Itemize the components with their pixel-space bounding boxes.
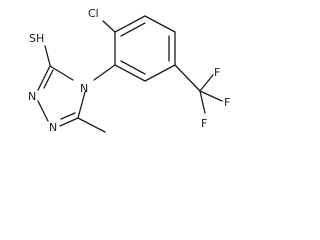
bond-c-f-bottom (199, 90, 206, 114)
atom-label-f-right: F (224, 96, 230, 109)
atom-label-sh: SH (29, 32, 44, 45)
atom-label-n-sub: N (80, 82, 88, 95)
bond-ar-cf3 (174, 64, 201, 92)
bond-c3-n4 (49, 65, 74, 81)
bond-ar3-ar4 (144, 15, 176, 33)
atom-label-layer: SH Cl N N N F F F (28, 7, 230, 134)
atom-label-f-bottom: F (201, 117, 207, 130)
bond-n1-n2 (37, 100, 49, 122)
bond-c5-methyl (77, 117, 106, 133)
bond-c5-n1-double (60, 112, 76, 120)
bond-ar-cl (102, 20, 116, 33)
bond-ar5-ar6 (144, 64, 176, 82)
atom-label-n-top: N (28, 90, 36, 103)
atom-label-f-top: F (214, 66, 220, 79)
atom-label-cl: Cl (88, 7, 99, 20)
bond-ar2-ar3 (114, 15, 146, 33)
bond-ar6-ar1 (114, 64, 146, 82)
bond-n4-aryl (93, 64, 116, 81)
bond-c5-n1 (59, 117, 79, 127)
bond-n2-c3 (37, 65, 51, 91)
atom-label-n-left: N (49, 121, 57, 134)
bond-ar2-ar3-double (120, 22, 146, 37)
bond-sh-c (44, 45, 51, 66)
structure-canvas: SH Cl N N N F F F (28, 7, 230, 134)
bond-n2-c3-double (43, 69, 54, 89)
bond-layer (37, 15, 223, 133)
bond-n4-c5 (77, 91, 86, 119)
bond-c-f-right (199, 90, 223, 102)
bond-c-f-top (199, 74, 214, 92)
chemical-structure-diagram: SH Cl N N N F F F (28, 7, 230, 134)
bond-ar6-ar1-double (120, 60, 146, 75)
